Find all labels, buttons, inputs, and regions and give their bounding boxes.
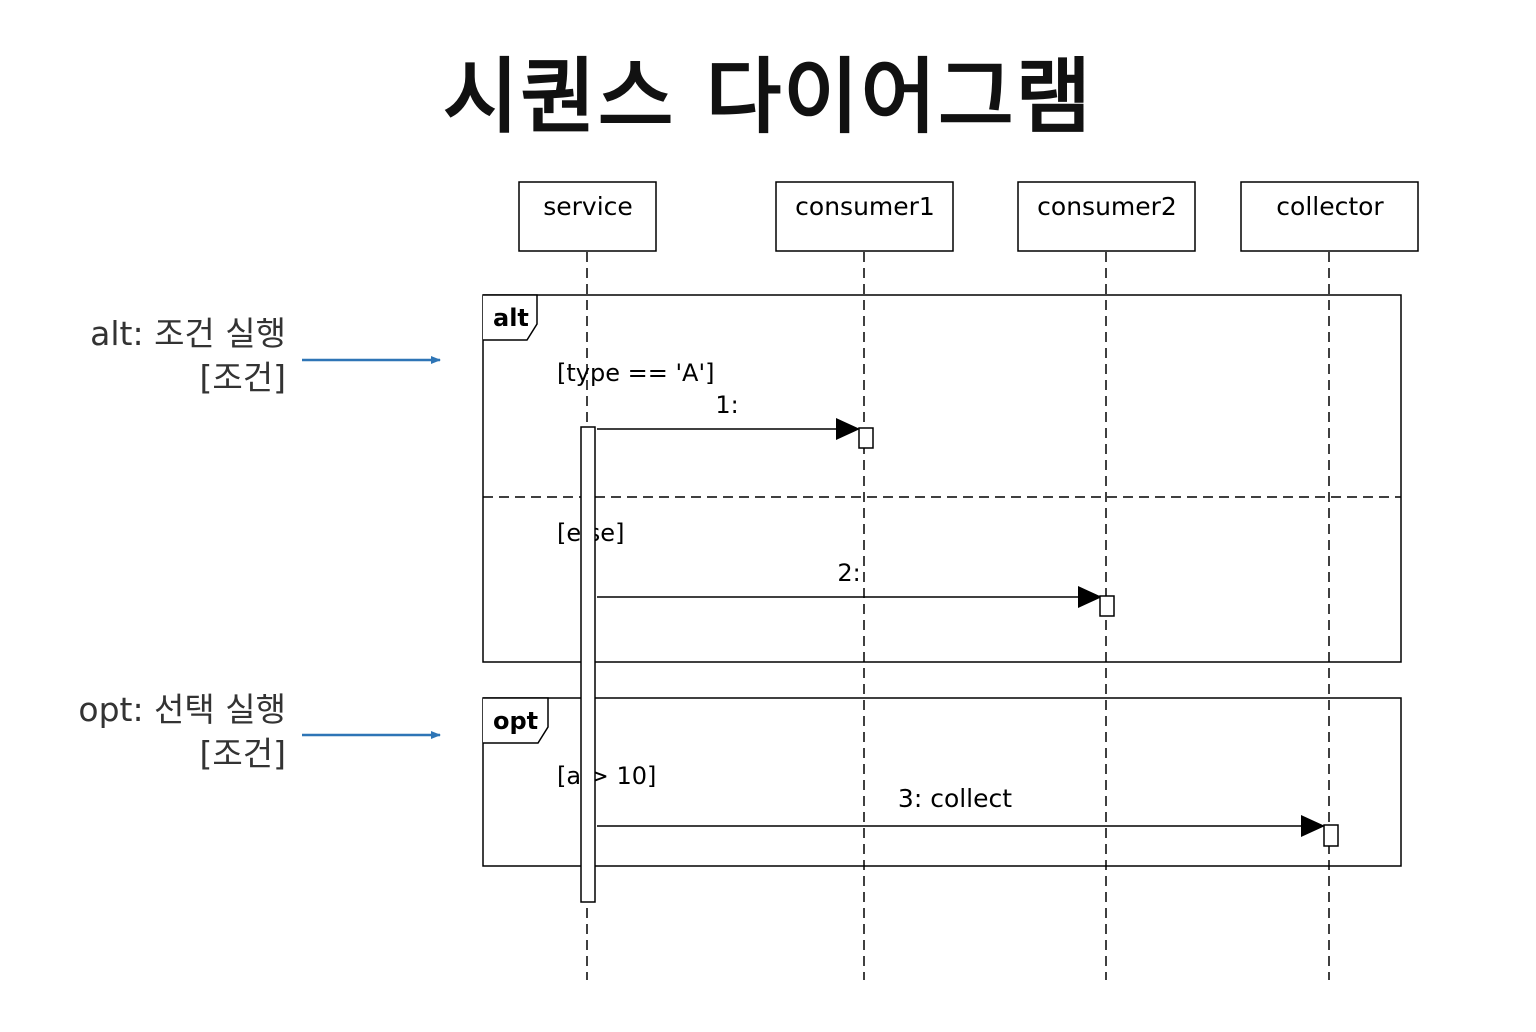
alt-annotation-text: alt: 조건 실행 [90, 314, 286, 353]
opt-annotation-text: opt: 선택 실행 [78, 690, 286, 729]
lifeline-head-collector: collector [1240, 181, 1419, 252]
lifeline-label-consumer1: consumer1 [795, 192, 935, 221]
lifeline-label-consumer2: consumer2 [1037, 192, 1177, 221]
lifeline-head-consumer2: consumer2 [1017, 181, 1196, 252]
message-1-label: 1: [715, 391, 738, 419]
service-activation [580, 426, 596, 903]
lifeline-head-service: service [518, 181, 657, 252]
lifeline-label-service: service [543, 192, 633, 221]
message-1: 1: [597, 391, 874, 449]
opt-fragment-label: opt [493, 707, 538, 735]
message-2-label: 2: [837, 559, 860, 587]
lifeline-label-collector: collector [1276, 192, 1384, 221]
alt-annotation-sub: [조건] [199, 358, 286, 397]
alt-guard-1: [type == 'A'] [557, 359, 714, 387]
message-3: 3: collect [597, 784, 1339, 847]
message-3-label: 3: collect [898, 784, 1012, 813]
opt-annotation: opt: 선택 실행 [조건] [26, 688, 286, 776]
alt-fragment: alt [type == 'A'] [else] [482, 294, 1402, 663]
opt-fragment: opt [a > 10] [482, 697, 1402, 867]
opt-guard: [a > 10] [557, 762, 656, 790]
alt-annotation: alt: 조건 실행 [조건] [26, 312, 286, 400]
message-2: 2: [597, 559, 1115, 617]
page-title: 시퀀스 다이어그램 [442, 50, 1094, 145]
lifeline-head-consumer1: consumer1 [775, 181, 954, 252]
alt-fragment-label: alt [493, 304, 529, 332]
opt-annotation-sub: [조건] [199, 734, 286, 773]
